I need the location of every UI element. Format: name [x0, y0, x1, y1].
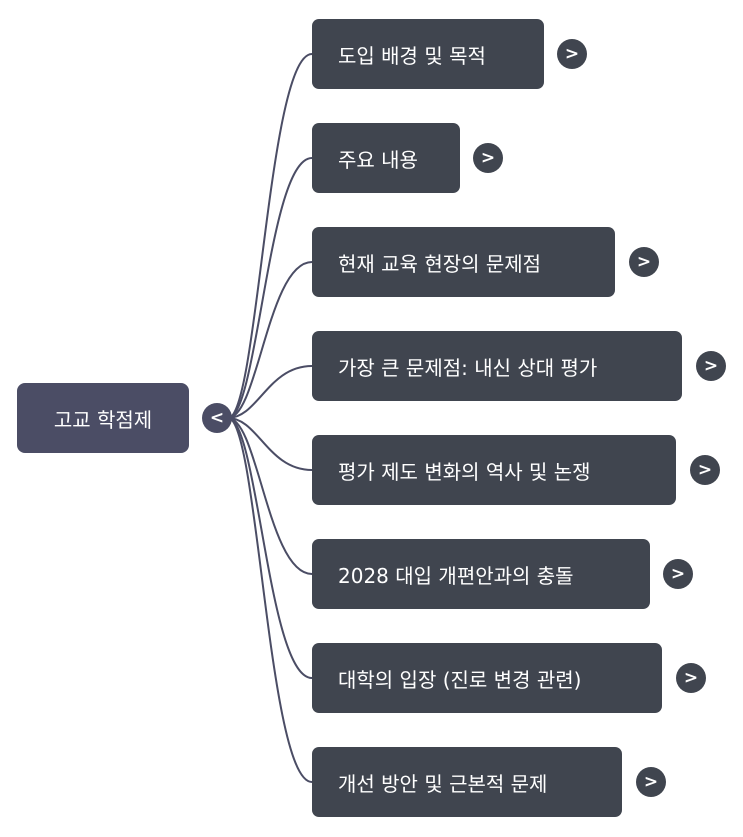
connector-line: [227, 417, 313, 679]
child-node[interactable]: 주요 내용: [312, 123, 460, 193]
connector-line: [227, 365, 313, 419]
expand-button[interactable]: >: [629, 247, 659, 277]
node-label: 가장 큰 문제점: 내신 상대 평가: [338, 355, 598, 380]
node-label: 주요 내용: [338, 147, 418, 172]
collapse-button[interactable]: <: [202, 403, 232, 433]
connector-line: [227, 53, 313, 419]
expand-button[interactable]: >: [696, 351, 726, 381]
expand-button[interactable]: >: [676, 663, 706, 693]
child-node[interactable]: 2028 대입 개편안과의 충돌: [312, 539, 650, 609]
expand-button[interactable]: >: [473, 143, 503, 173]
node-label: 2028 대입 개편안과의 충돌: [338, 563, 574, 588]
expand-button[interactable]: >: [557, 39, 587, 69]
connector-line: [227, 261, 313, 419]
node-label: 대학의 입장 (진로 변경 관련): [338, 667, 582, 692]
root-node[interactable]: 고교 학점제: [17, 383, 189, 453]
child-node[interactable]: 가장 큰 문제점: 내신 상대 평가: [312, 331, 682, 401]
connector-line: [227, 157, 313, 419]
child-node[interactable]: 대학의 입장 (진로 변경 관련): [312, 643, 662, 713]
expand-button[interactable]: >: [663, 559, 693, 589]
child-node[interactable]: 현재 교육 현장의 문제점: [312, 227, 615, 297]
node-label: 평가 제도 변화의 역사 및 논쟁: [338, 459, 591, 484]
connector-line: [227, 417, 313, 471]
expand-button[interactable]: >: [636, 767, 666, 797]
child-node[interactable]: 도입 배경 및 목적: [312, 19, 544, 89]
connector-line: [227, 417, 313, 575]
node-label: 개선 방안 및 근본적 문제: [338, 771, 548, 796]
child-node[interactable]: 개선 방안 및 근본적 문제: [312, 747, 622, 817]
expand-button[interactable]: >: [690, 455, 720, 485]
connector-line: [227, 417, 313, 783]
node-label: 도입 배경 및 목적: [338, 43, 486, 68]
child-node[interactable]: 평가 제도 변화의 역사 및 논쟁: [312, 435, 676, 505]
node-label: 현재 교육 현장의 문제점: [338, 251, 542, 276]
root-label: 고교 학점제: [53, 407, 153, 432]
